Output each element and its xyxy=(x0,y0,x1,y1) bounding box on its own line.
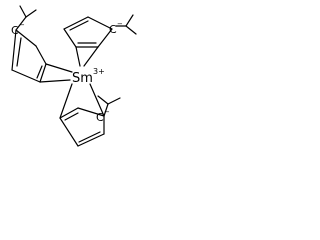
bond xyxy=(107,97,121,105)
bond xyxy=(125,14,134,27)
double-bond-inner xyxy=(64,112,79,121)
carbanion-top: C − xyxy=(109,20,123,36)
bond xyxy=(35,45,47,65)
bond xyxy=(97,95,109,105)
carbon-charge: − xyxy=(104,108,110,116)
metal-charge: 3+ xyxy=(93,67,105,76)
bond xyxy=(45,63,73,73)
structure-diagram: Sm 3+ C − C − C − xyxy=(0,0,144,158)
bond xyxy=(11,69,41,83)
structural-formula: Sm 3+ C − C − C − xyxy=(11,5,137,147)
bond xyxy=(103,103,109,117)
carbon-charge: − xyxy=(19,21,25,29)
bond xyxy=(25,9,37,18)
top-ring xyxy=(63,14,137,48)
bottom-ring xyxy=(59,95,121,147)
carbon-label: C xyxy=(11,24,19,37)
bond xyxy=(63,28,77,48)
carbanion-bottom: C − xyxy=(96,108,110,124)
metal-center: Sm 3+ xyxy=(72,67,105,86)
double-bond-inner xyxy=(16,37,22,67)
bond xyxy=(87,16,113,30)
bond xyxy=(59,117,79,147)
double-bond-inner xyxy=(36,65,43,79)
bond xyxy=(15,16,27,31)
bond xyxy=(77,107,105,117)
bond xyxy=(59,107,79,119)
bond xyxy=(11,29,17,71)
metal-bonds xyxy=(39,46,105,119)
bond xyxy=(89,83,105,117)
carbon-charge: − xyxy=(117,20,123,28)
carbon-label: C xyxy=(109,23,117,36)
bond xyxy=(63,16,89,30)
bond xyxy=(15,29,37,47)
carbanion-left: C − xyxy=(11,21,25,37)
double-bond-inner xyxy=(78,131,101,143)
bond xyxy=(83,46,99,67)
metal-symbol: Sm xyxy=(72,71,93,86)
bond xyxy=(77,133,105,147)
bond xyxy=(125,25,137,35)
bond xyxy=(39,63,47,83)
bond xyxy=(59,83,73,119)
bond xyxy=(19,5,27,18)
bond xyxy=(75,46,81,67)
double-bond-inner xyxy=(69,20,89,31)
left-ring xyxy=(11,5,47,83)
carbon-label: C xyxy=(96,111,104,124)
bond xyxy=(39,79,71,83)
bond xyxy=(97,28,113,48)
